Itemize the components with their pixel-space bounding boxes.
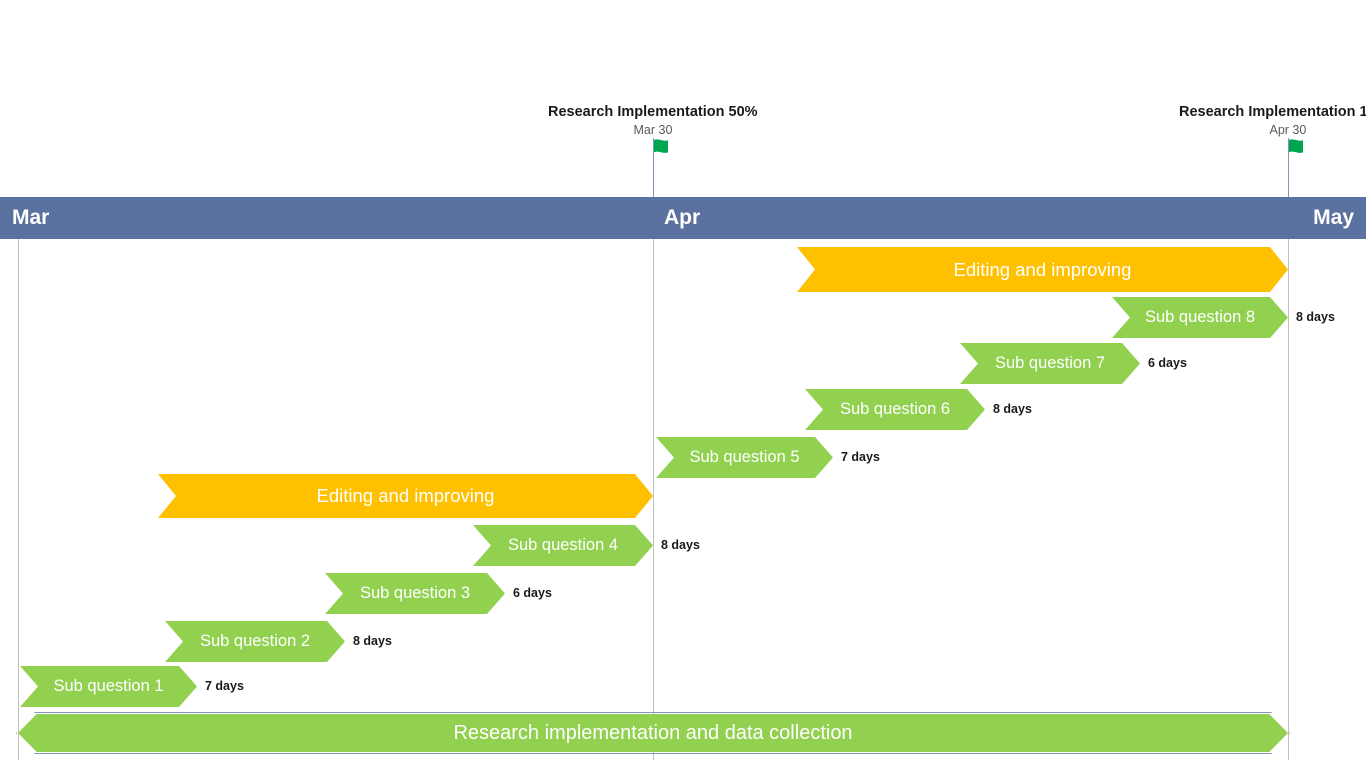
milestone-pole [1288, 138, 1289, 197]
summary-bar-label: Research implementation and data collect… [453, 721, 853, 744]
task-bar[interactable]: Editing and improving [797, 247, 1288, 292]
task-bar-label: Editing and improving [316, 485, 495, 506]
month-label-apr: Apr [664, 206, 701, 229]
task-bar-label: Sub question 2 [199, 632, 311, 650]
green-flag-icon [1289, 139, 1309, 161]
task-bar-label: Sub question 8 [1144, 308, 1256, 326]
task-bar[interactable]: Sub question 3 [325, 573, 505, 614]
task-duration-label: 8 days [353, 633, 392, 648]
milestone-date: Apr 30 [1269, 123, 1307, 137]
task-bar-label: Editing and improving [953, 258, 1132, 280]
task-duration-label: 8 days [661, 537, 700, 552]
task-bar-label: Sub question 3 [359, 584, 471, 602]
green-flag-icon [654, 139, 674, 161]
milestone-title: Research Implementation 50% [548, 104, 758, 120]
task-bar[interactable]: Sub question 8 [1112, 297, 1288, 338]
task-bar[interactable]: Sub question 5 [656, 437, 833, 478]
task-bar[interactable]: Sub question 7 [960, 343, 1140, 384]
task-duration-label: 7 days [841, 449, 880, 464]
summary-bar[interactable]: Research implementation and data collect… [18, 714, 1288, 752]
milestone-date: Mar 30 [633, 123, 673, 137]
task-duration-label: 6 days [513, 585, 552, 600]
task-bar-label: Sub question 1 [53, 677, 164, 695]
month-label-mar: Mar [12, 206, 50, 229]
task-bar[interactable]: Editing and improving [158, 474, 653, 518]
task-duration-label: 8 days [993, 401, 1032, 416]
task-bar-label: Sub question 4 [507, 536, 619, 554]
task-bar-label: Sub question 7 [994, 354, 1106, 372]
task-bar[interactable]: Sub question 4 [473, 525, 653, 566]
task-bar[interactable]: Sub question 6 [805, 389, 985, 430]
task-duration-label: 7 days [205, 678, 244, 693]
task-duration-label: 6 days [1148, 355, 1187, 370]
task-bar[interactable]: Sub question 1 [20, 666, 197, 707]
task-duration-label: 8 days [1296, 309, 1335, 324]
milestone-pole [653, 138, 654, 197]
gridline-may [1288, 239, 1289, 760]
milestone-title: Research Implementation 100% [1179, 104, 1366, 120]
task-bar-label: Sub question 5 [689, 448, 800, 466]
task-bar[interactable]: Sub question 2 [165, 621, 345, 662]
gridline-apr [653, 239, 654, 760]
timeline-header-band: Mar Apr May [0, 197, 1366, 239]
gridline-mar [18, 239, 19, 760]
month-label-may: May [1313, 206, 1354, 229]
task-bar-label: Sub question 6 [839, 400, 951, 418]
